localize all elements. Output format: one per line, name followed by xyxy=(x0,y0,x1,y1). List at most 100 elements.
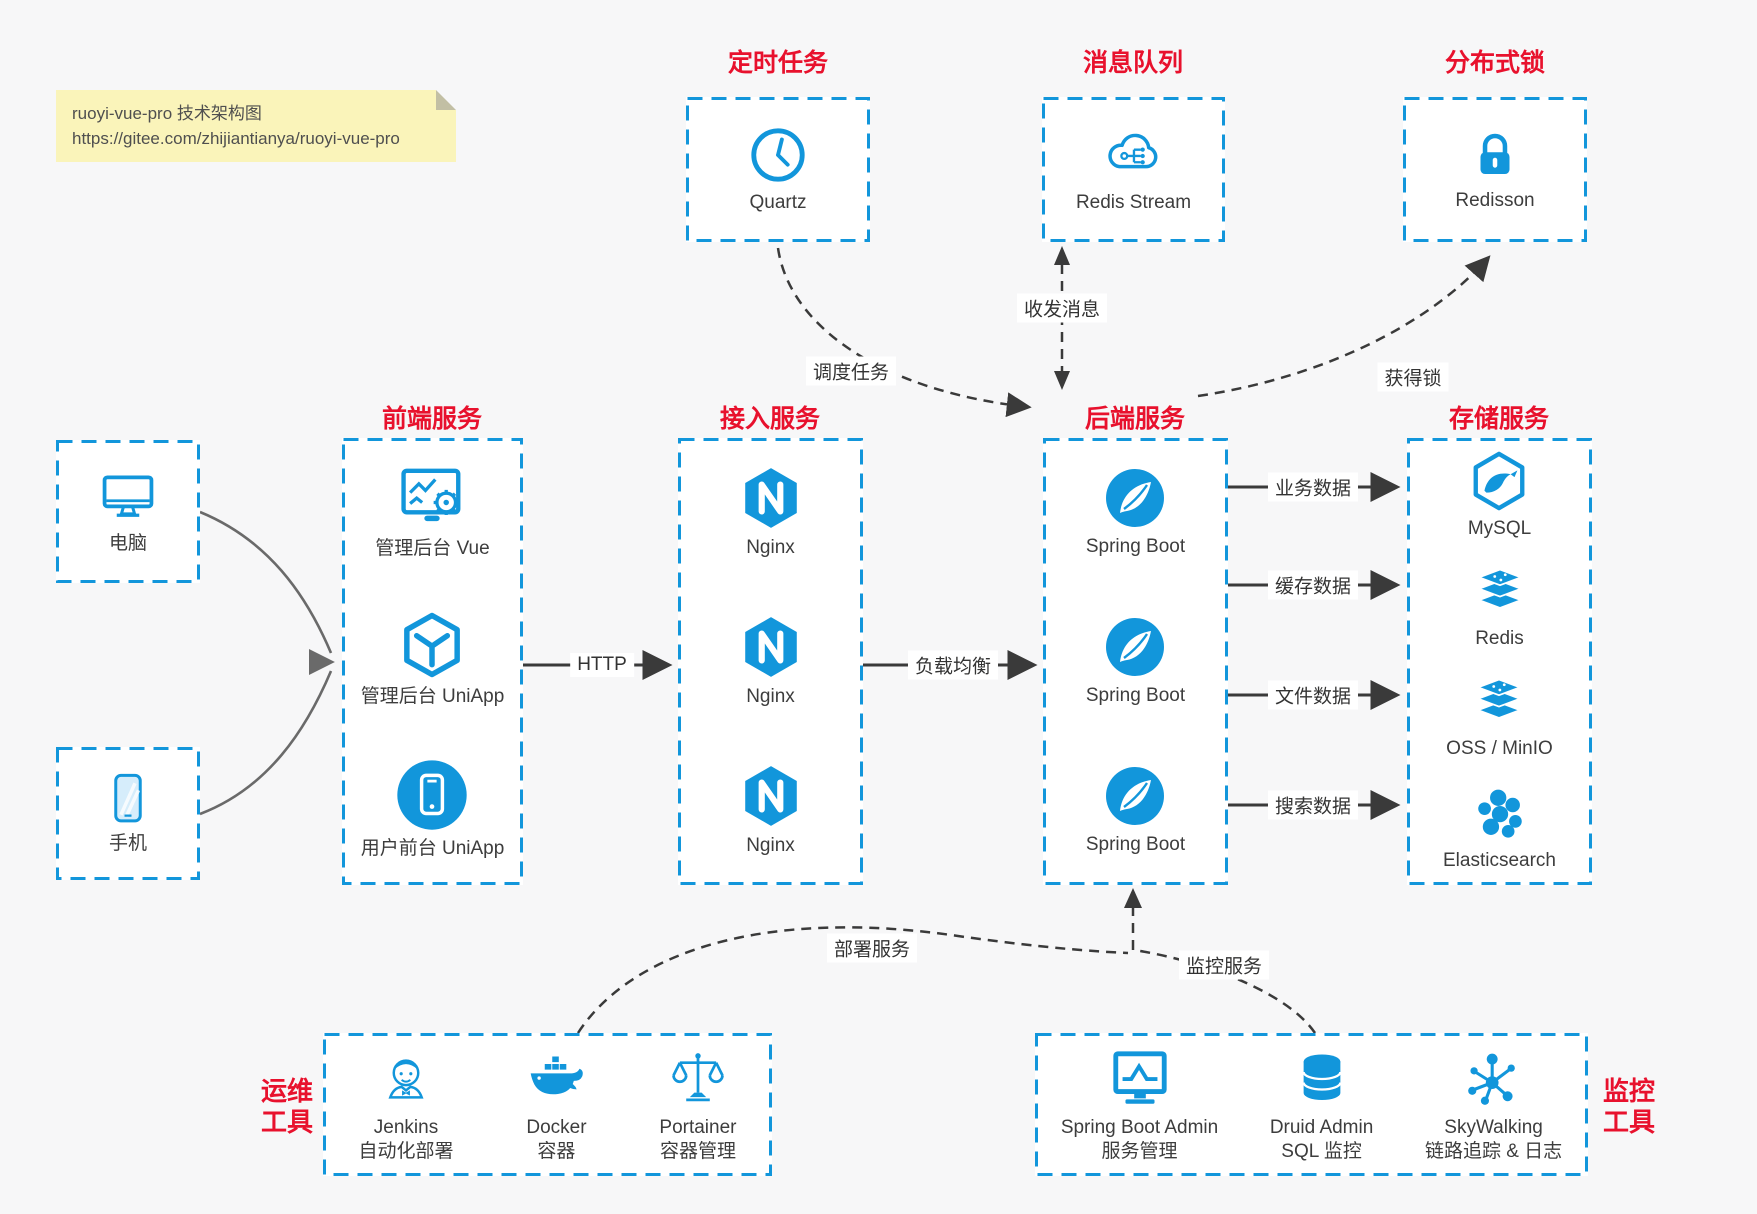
phone-client-box: 手机 xyxy=(56,747,200,880)
nginx-icon xyxy=(738,465,804,531)
storage-stack-icon xyxy=(1469,676,1529,732)
tool-node: Druid Admin SQL 监控 xyxy=(1269,1047,1374,1164)
docker-name: Docker xyxy=(526,1117,587,1138)
elasticsearch-label: Elasticsearch xyxy=(1443,849,1556,871)
uniapp-cube-icon xyxy=(396,610,468,680)
jenkins-desc: 自动化部署 xyxy=(358,1141,454,1162)
ops-side-line2: 工具 xyxy=(260,1107,313,1137)
portainer-icon xyxy=(669,1047,727,1111)
ops-tools-side-label: 运维 工具 xyxy=(247,1076,327,1138)
redisson-label: Redisson xyxy=(1455,190,1535,211)
monitor-side-line1: 监控 xyxy=(1602,1076,1655,1106)
monitor-tools-side-label: 监控 工具 xyxy=(1589,1076,1669,1138)
access-services-title: 接入服务 xyxy=(719,405,820,433)
storage-services-box: MySQL Redis xyxy=(1407,438,1592,885)
backend-services-title: 后端服务 xyxy=(1084,405,1185,433)
cloud-message-icon xyxy=(1100,124,1166,186)
redisson-box: Redisson xyxy=(1403,97,1587,242)
quartz-box: Quartz xyxy=(686,97,870,242)
deploy-label: 部署服务 xyxy=(826,933,918,963)
tool-node: Docker 容器 xyxy=(524,1047,588,1164)
deploy-arrow xyxy=(576,926,1129,1034)
tool-node: Jenkins 自动化部署 xyxy=(358,1047,453,1164)
monitor-side-line2: 工具 xyxy=(1602,1107,1655,1137)
admin-monitor-icon xyxy=(1108,1047,1172,1111)
jenkins-name: Jenkins xyxy=(373,1117,439,1138)
service-node: MySQL xyxy=(1468,450,1531,541)
acquire-lock-label: 获得锁 xyxy=(1377,362,1449,392)
note-title: ruoyi-vue-pro 技术架构图 xyxy=(72,104,262,123)
clock-icon xyxy=(747,124,809,186)
http-label: HTTP xyxy=(570,653,634,677)
quartz-label: Quartz xyxy=(749,192,807,213)
schedule-task-arrow xyxy=(776,247,1032,418)
service-node: Redis xyxy=(1470,566,1530,651)
spring-boot-admin-desc: 服务管理 xyxy=(1101,1141,1178,1162)
scheduled-task-title: 定时任务 xyxy=(727,49,828,77)
service-node: Nginx xyxy=(738,465,804,560)
mobile-app-icon xyxy=(394,758,470,832)
spring-boot-icon xyxy=(1103,764,1167,828)
note-fold-corner xyxy=(436,90,456,110)
pc-client-box: 电脑 xyxy=(56,440,200,583)
portainer-desc: 容器管理 xyxy=(659,1141,736,1162)
druid-admin-desc: SQL 监控 xyxy=(1281,1141,1362,1162)
redis-label: Redis xyxy=(1475,628,1524,650)
skywalking-name: SkyWalking xyxy=(1444,1117,1543,1138)
spring-boot-label: Spring Boot xyxy=(1085,685,1186,706)
access-services-box: Nginx Nginx Nginx xyxy=(678,438,863,885)
spring-boot-icon xyxy=(1103,466,1167,530)
load-balance-label: 负载均衡 xyxy=(907,650,999,680)
spring-boot-label: Spring Boot xyxy=(1085,834,1186,855)
frontend-services-box: 管理后台 Vue 管理后台 UniApp xyxy=(342,438,523,885)
service-node: Elasticsearch xyxy=(1443,786,1556,873)
arrowheads xyxy=(1054,246,1142,908)
jenkins-icon xyxy=(378,1047,434,1111)
search-data-label: 搜索数据 xyxy=(1267,790,1359,820)
portainer-name: Portainer xyxy=(659,1117,737,1138)
storage-services-title: 存储服务 xyxy=(1448,405,1549,433)
pc-client-label: 电脑 xyxy=(108,533,147,554)
mysql-icon xyxy=(1468,450,1530,512)
service-node: Spring Boot xyxy=(1086,764,1185,857)
skywalking-desc: 链路追踪 & 日志 xyxy=(1424,1141,1563,1162)
nginx-label: Nginx xyxy=(746,537,795,558)
service-node: Spring Boot xyxy=(1086,615,1185,708)
spring-boot-admin-name: Spring Boot Admin xyxy=(1060,1117,1219,1138)
docker-icon xyxy=(524,1047,588,1111)
tool-node: Spring Boot Admin 服务管理 xyxy=(1061,1047,1218,1164)
file-data-label: 文件数据 xyxy=(1267,680,1359,710)
docker-desc: 容器 xyxy=(537,1141,576,1162)
service-node: Spring Boot xyxy=(1086,466,1185,559)
schedule-task-label: 调度任务 xyxy=(805,356,897,386)
monitor-tools-box: Spring Boot Admin 服务管理 Druid Admin SQL 监… xyxy=(1035,1033,1588,1176)
solid-arrows xyxy=(523,472,1401,820)
spring-boot-icon xyxy=(1103,615,1167,679)
tool-node: Portainer 容器管理 xyxy=(659,1047,737,1164)
service-node: OSS / MinIO xyxy=(1446,676,1553,761)
nginx-icon xyxy=(738,614,804,680)
desktop-icon xyxy=(96,467,160,527)
tool-node: SkyWalking 链路追踪 & 日志 xyxy=(1425,1047,1562,1164)
skywalking-icon xyxy=(1465,1047,1523,1111)
distributed-lock-title: 分布式锁 xyxy=(1444,49,1545,77)
note-url: https://gitee.com/zhijiantianya/ruoyi-vu… xyxy=(72,129,400,148)
admin-vue-icon xyxy=(395,462,469,532)
admin-vue-label: 管理后台 Vue xyxy=(375,538,490,560)
ops-side-line1: 运维 xyxy=(260,1076,313,1106)
monitor-label: 监控服务 xyxy=(1178,950,1270,980)
service-node: 管理后台 Vue xyxy=(375,462,490,561)
druid-admin-name: Druid Admin xyxy=(1269,1117,1374,1138)
user-uniapp-label: 用户前台 UniApp xyxy=(360,837,505,859)
nginx-icon xyxy=(738,763,804,829)
monitor-arrow xyxy=(1139,949,1317,1034)
admin-uniapp-label: 管理后台 UniApp xyxy=(360,685,505,707)
elasticsearch-icon xyxy=(1471,786,1529,844)
redis-stack-icon xyxy=(1470,566,1530,622)
service-node: Nginx xyxy=(738,614,804,709)
redis-stream-box: Redis Stream xyxy=(1042,97,1225,242)
title-note: ruoyi-vue-pro 技术架构图 https://gitee.com/zh… xyxy=(56,90,456,162)
smartphone-icon xyxy=(100,771,156,827)
service-node: 用户前台 UniApp xyxy=(360,758,505,861)
